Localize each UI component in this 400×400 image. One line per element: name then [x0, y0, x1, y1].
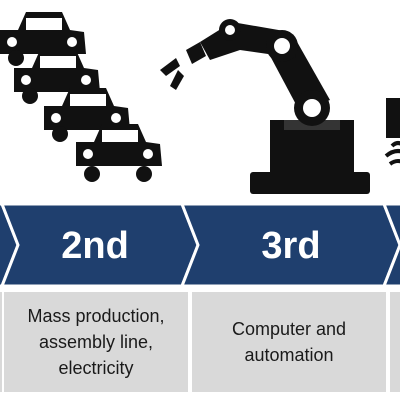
- wifi-device-icon: [384, 98, 400, 166]
- stage-description-box-4: [390, 292, 400, 392]
- cars-assembly-line-icon: [0, 12, 162, 182]
- stage-chevron-4: [381, 202, 400, 288]
- stage-label-3rd: 3rd: [261, 225, 321, 267]
- robot-arm-icon: [160, 19, 370, 194]
- stage-description-box-1: [0, 292, 2, 392]
- stage-label-2nd: 2nd: [61, 225, 129, 267]
- stage-description-box-2: Mass production, assembly line, electric…: [4, 292, 188, 392]
- icons-row: [0, 12, 400, 194]
- car-icon: [14, 50, 100, 104]
- car-icon: [76, 124, 162, 182]
- stage-description-2nd: Mass production, assembly line, electric…: [27, 306, 165, 378]
- stage-description-3rd: Computer and automation: [231, 319, 347, 365]
- stage-chevron-band: [0, 202, 400, 288]
- stage-description-box-3: Computer and automation: [192, 292, 386, 392]
